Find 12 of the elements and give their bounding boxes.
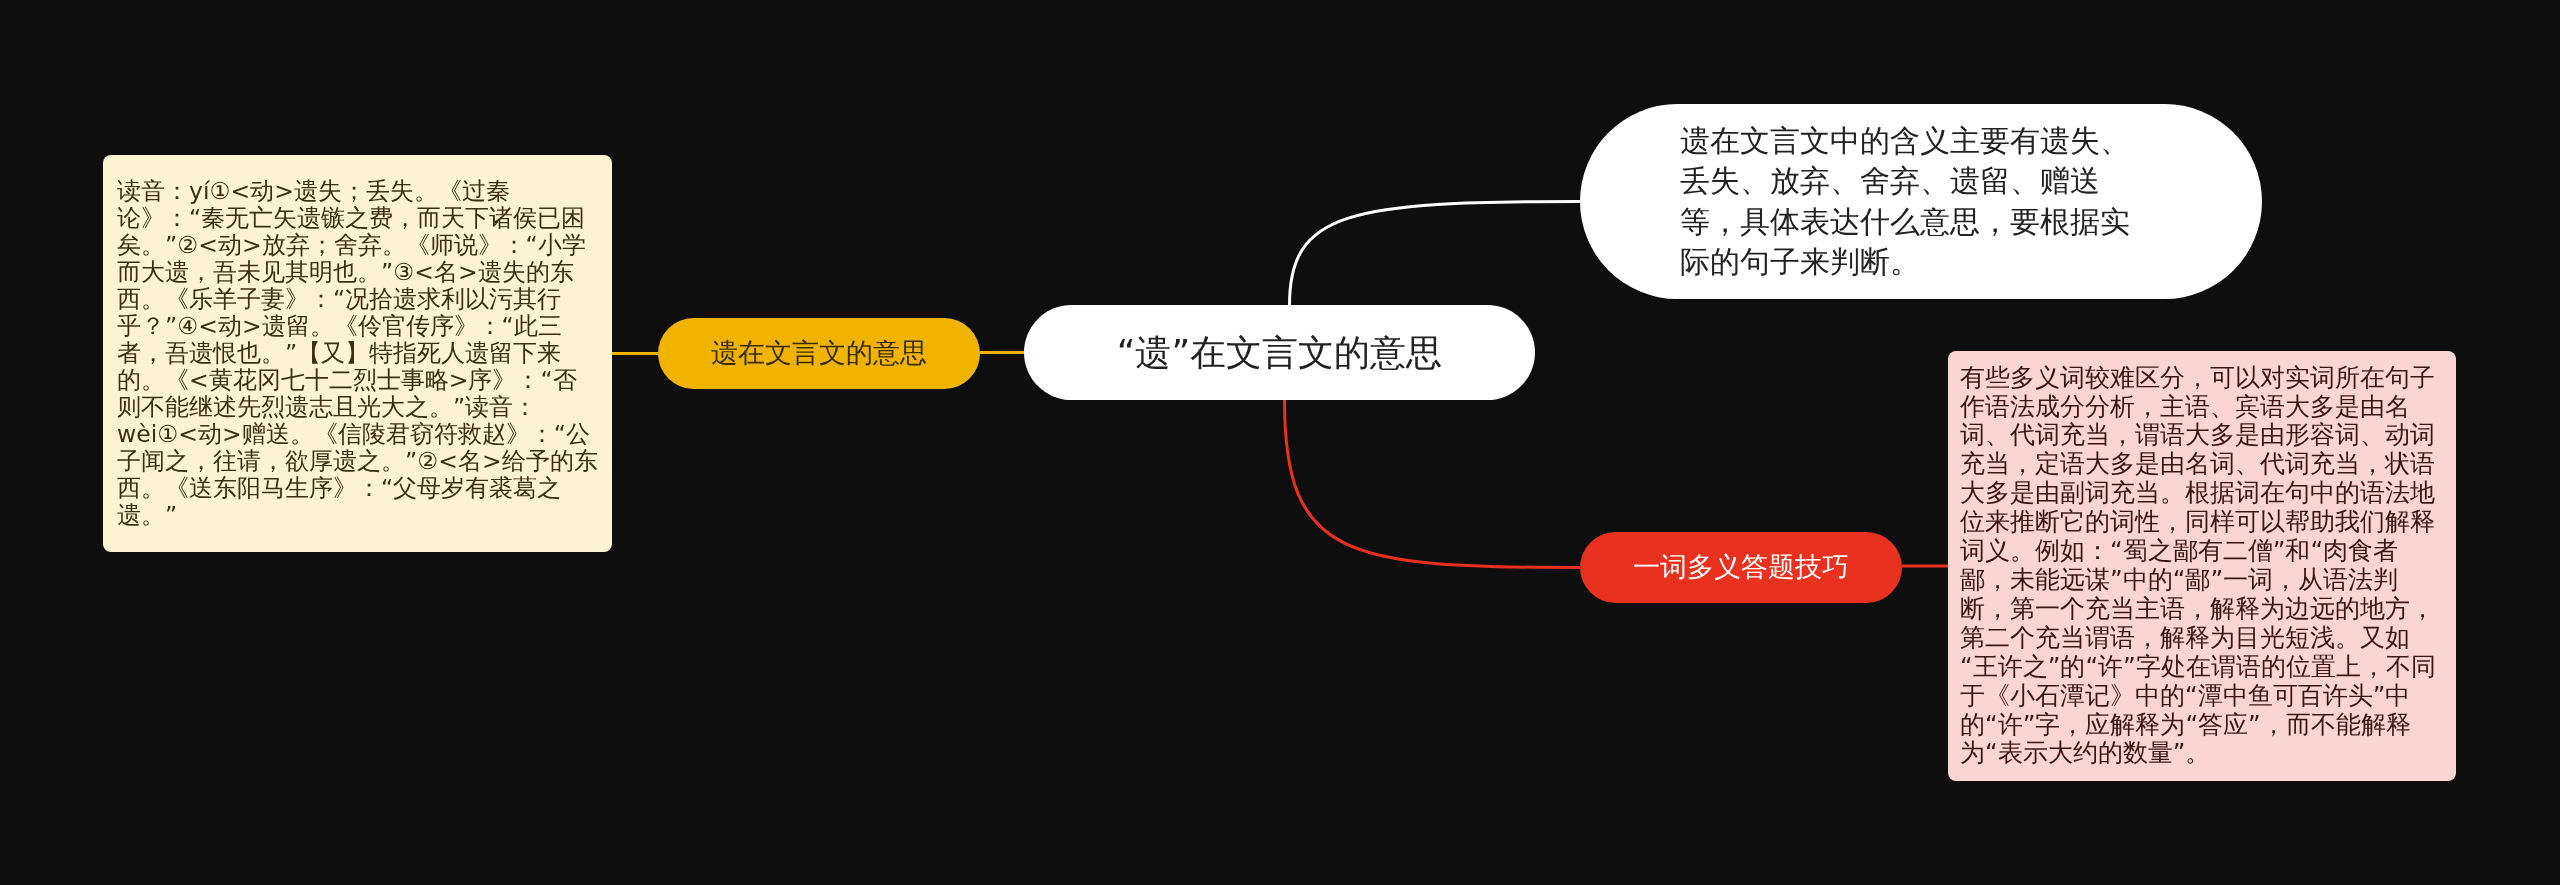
connector-line — [980, 351, 1024, 354]
subtopic-text: 遗在文言文中的含义主要有遗失、丢失、放弃、舍弃、遗留、赠送等，具体表达什么意思，要根据实际的句子来判断。 — [1680, 121, 2131, 281]
connector-line — [1283, 399, 1580, 569]
note-text: 有些多义词较难区分，可以对实词所在句子作语法成分分析，主语、宾语大多是由名词、代词充当，谓语大多是由形容词、动词充当，定语大多是由名词、代词充当，状语大多是由副词充当。根据词在句中的语法地位来推断它的词性，同样可以帮助我们解释词义。例如：“蜀之鄙有二僧”和“肉食者鄙，未能远谋”中的“鄙”一词，从语法判断，第一个充当主语，解释为边远的地方，第二个充当谓语，解释为目光短浅。又如 “王许之”的“许”字处在谓语的位置上，不同于《小石潭记》中的“潭中鱼可百许头”中的“许”字，应解释为“答应”，而不能解释为“表示大约的数量”。 — [1960, 363, 2437, 769]
connector-line — [1288, 200, 1580, 306]
branch-text: 一词多义答题技巧 — [1633, 551, 1849, 584]
note-box — [103, 155, 612, 552]
note-text: 读音：yí①<动>遗失；丢失。《过秦论》：“秦无亡矢遗镞之费，而天下诸侯已困矣。”②<动>放弃；舍弃。《师说》：“小学而大遗，吾未见其明也。”③<名>遗失的东西。《乐羊子妻》：“况拾遗求利以污其行乎？”④<动>遗留。《伶官传序》：“此三者，吾遗恨也。”【又】特指死人遗留下来的。《<黄花冈七十二烈士事略>序》：“否则不能继述先烈遗志且光大之。”读音：wèi①<动>赠送。《信陵君窃符救赵》：“公子闻之，往请，欲厚遗之。”②<名>给予的东西。《送东阳马生序》：“父母岁有裘葛之遗。” — [117, 177, 598, 530]
branch-text: 遗在文言文的意思 — [711, 337, 927, 370]
connector-line — [1902, 564, 1948, 568]
topic-text: “遗”在文言文的意思 — [1116, 330, 1443, 375]
connector-line — [612, 352, 658, 355]
